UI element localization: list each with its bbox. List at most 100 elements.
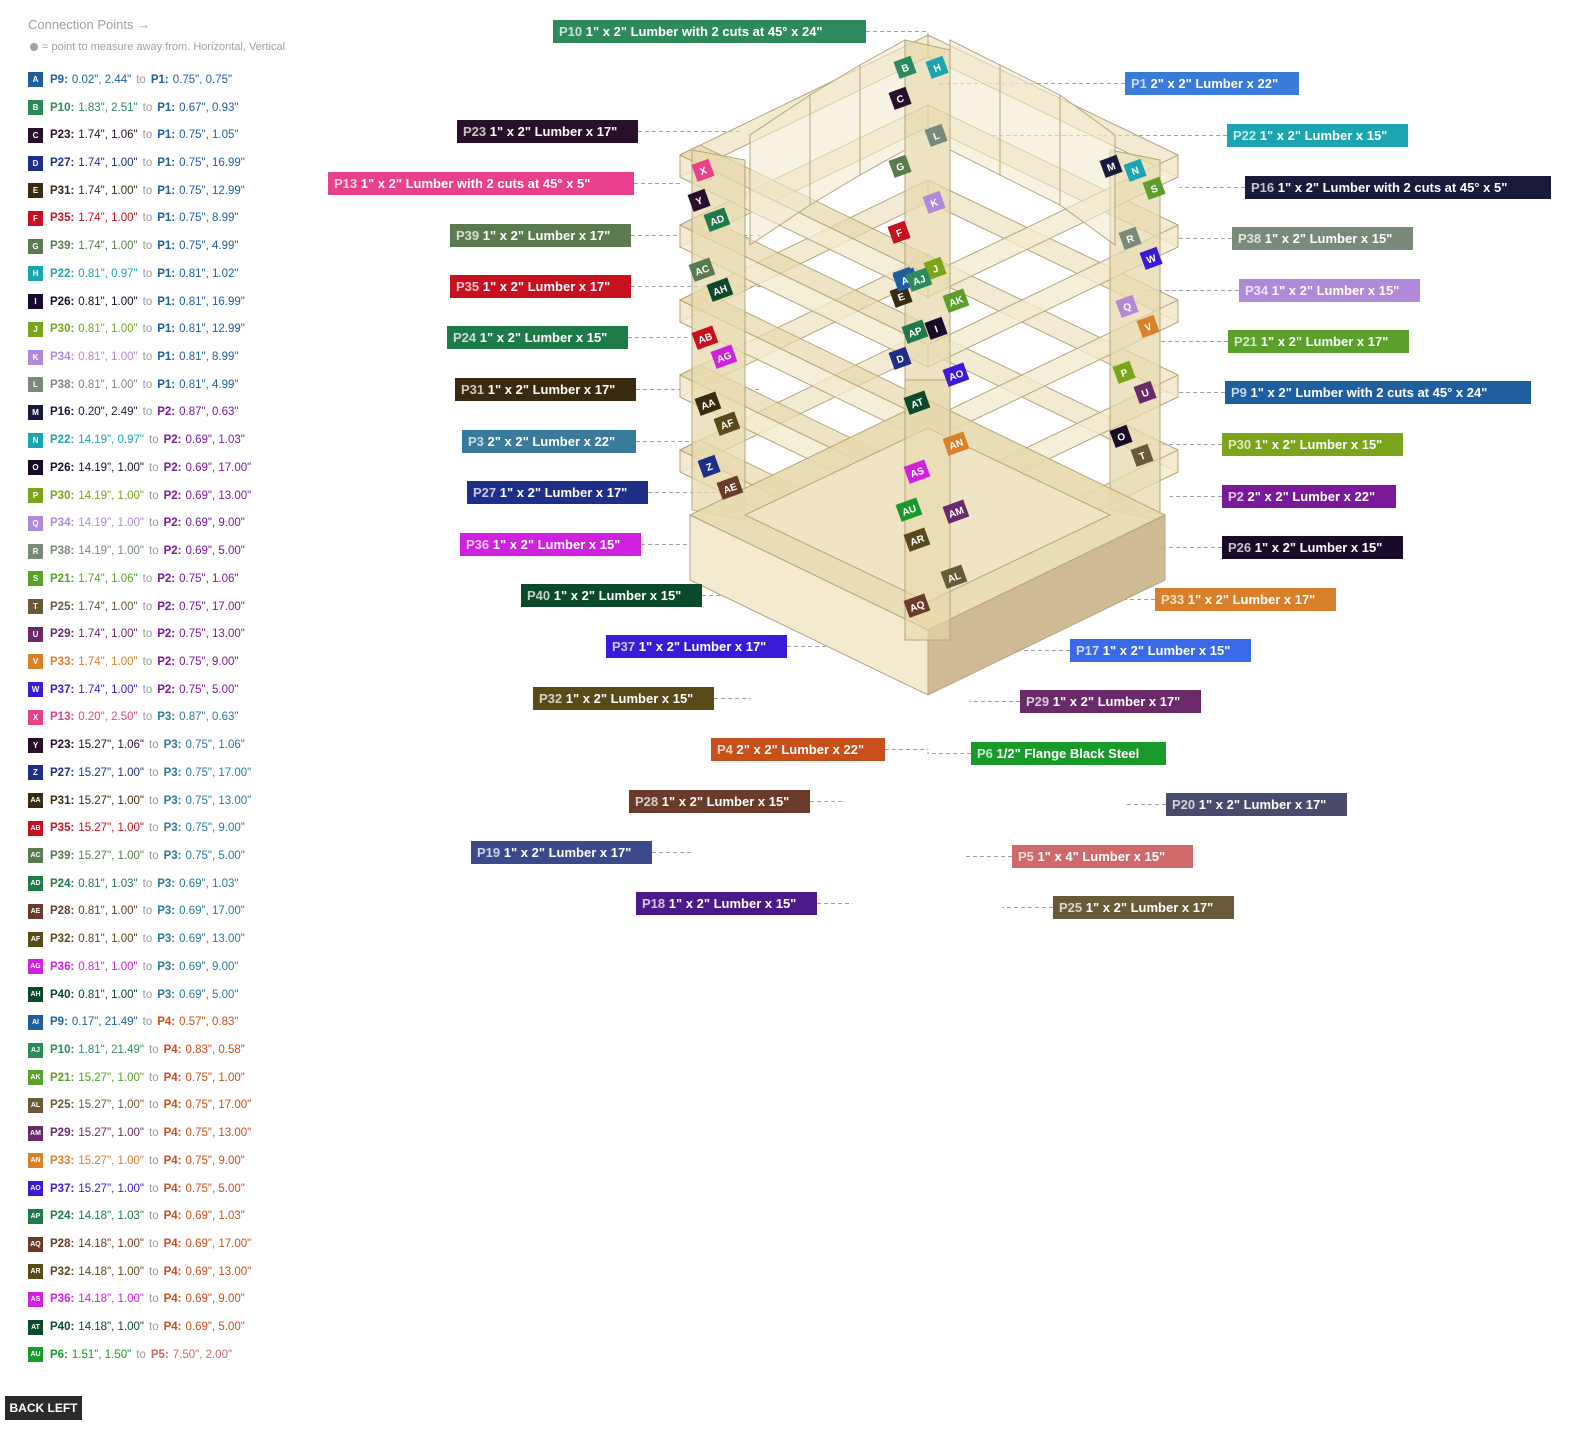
part-label-box	[471, 841, 652, 864]
connection-points-legend: Connection Points → = point to measure a…	[0, 0, 330, 1439]
part-label-p6: P6 1/2" Flange Black Steel	[971, 742, 1166, 765]
connection-point-badge: AA	[28, 793, 43, 809]
part-label-p37: P37 1" x 2" Lumber x 17"	[606, 635, 787, 658]
to-part: P3:	[157, 877, 176, 890]
marker-tag	[942, 431, 970, 456]
marker-tag	[942, 499, 970, 524]
part-label-text: P27 1" x 2" Lumber x 17"	[473, 485, 627, 500]
legend-subtitle: = point to measure away from. Horizontal…	[30, 41, 285, 53]
from-offset: 15.27", 1.00"	[78, 1099, 145, 1112]
from-part: P39:	[50, 849, 75, 862]
part-label-box	[455, 378, 636, 401]
to-part: P2:	[163, 434, 182, 447]
marker-code: AF	[719, 418, 735, 433]
marker-code: Z	[705, 462, 715, 474]
leader-line	[641, 544, 691, 545]
from-offset: 15.27", 1.00"	[78, 1127, 145, 1140]
from-offset: 1.74", 1.06"	[78, 129, 138, 142]
connection-point-badge: AB	[28, 820, 43, 836]
to-offset: 0.69", 13.00"	[185, 489, 252, 502]
part-name: 1" x 2" Lumber with 2 cuts at 45° x 24"	[586, 24, 823, 39]
connection-point-marker-p: P	[1112, 360, 1136, 384]
part-name: 1" x 2" Lumber x 15"	[1103, 643, 1231, 658]
from-offset: 0.81", 1.00"	[78, 960, 138, 973]
part-name: 1" x 2" Lumber x 15"	[1265, 231, 1393, 246]
from-offset: 0.81", 0.97"	[78, 267, 138, 280]
back-left-button[interactable]: BACK LEFT	[5, 1396, 82, 1420]
marker-code: AJ	[912, 274, 928, 289]
connection-point-marker-t: T	[1130, 443, 1154, 467]
connection-point-marker-aa: AA	[694, 391, 722, 416]
marker-tag	[1136, 314, 1160, 338]
to-part: P2:	[157, 683, 176, 696]
to-part: P1:	[157, 267, 176, 280]
to-part: P3:	[163, 739, 182, 752]
to-word: to	[142, 406, 153, 419]
from-offset: 15.27", 1.00"	[78, 766, 145, 779]
part-label-box	[971, 742, 1166, 765]
from-part: P16:	[50, 406, 75, 419]
leader-line	[714, 698, 751, 699]
marker-code: AK	[948, 294, 966, 310]
connection-point-marker-ah: AH	[706, 277, 734, 302]
part-label-text: P17 1" x 2" Lumber x 15"	[1076, 643, 1230, 658]
to-word: to	[149, 1265, 159, 1278]
part-id: P5	[1018, 849, 1038, 864]
marker-tag	[703, 207, 731, 232]
to-word: to	[149, 1071, 159, 1084]
to-part: P1:	[157, 351, 176, 364]
part-id: P39	[456, 228, 483, 243]
leader-line	[969, 701, 1020, 702]
to-offset: 0.75", 17.00"	[179, 600, 245, 613]
from-offset: 15.27", 1.00"	[78, 1071, 145, 1084]
from-part: P32:	[50, 933, 75, 946]
leader-line	[810, 801, 846, 802]
to-offset: 0.75", 1.06"	[179, 572, 239, 585]
to-offset: 0.69", 5.00"	[179, 988, 239, 1001]
to-part: P4:	[163, 1210, 182, 1223]
part-label-text: P1 2" x 2" Lumber x 22"	[1131, 76, 1278, 91]
marker-code: L	[932, 131, 942, 143]
part-label-p5: P5 1" x 4" Lumber x 15"	[1012, 845, 1193, 868]
from-offset: 0.20", 2.50"	[78, 711, 138, 724]
part-label-text: P26 1" x 2" Lumber x 15"	[1228, 540, 1382, 555]
marker-tag	[922, 190, 946, 214]
part-id: P35	[456, 279, 483, 294]
to-offset: 0.81", 16.99"	[179, 295, 245, 308]
connection-point-marker-ak: AK	[942, 288, 970, 313]
to-part: P1:	[157, 101, 176, 114]
part-name: 2" x 2" Lumber x 22"	[1151, 76, 1279, 91]
leader-line	[1159, 341, 1228, 342]
to-word: to	[149, 434, 159, 447]
connection-point-marker-q: Q	[1115, 294, 1139, 318]
leader-line	[1014, 650, 1070, 651]
to-part: P3:	[157, 960, 176, 973]
part-label-box	[460, 533, 641, 556]
marker-code: AS	[909, 465, 926, 480]
to-part: P1:	[150, 73, 169, 86]
connection-point-marker-f: F	[887, 220, 911, 244]
to-part: P1:	[157, 212, 176, 225]
from-part: P25:	[50, 1099, 75, 1112]
part-name: 1" x 2" Lumber x 15"	[1255, 540, 1383, 555]
from-offset: 0.02", 2.44"	[71, 73, 132, 86]
connection-point-markers: ABCDEFGHIJKLMNOPQRSTUVWXYZAAABACADAEAFAG…	[687, 55, 1166, 618]
part-label-box	[1020, 690, 1201, 713]
from-offset: 15.27", 1.00"	[78, 822, 145, 835]
marker-tag	[888, 154, 912, 178]
from-offset: 1.51", 1.50"	[71, 1348, 132, 1361]
part-label-box	[447, 326, 628, 349]
from-offset: 14.18", 1.00"	[78, 1265, 145, 1278]
connection-point-marker-ap: AP	[901, 319, 929, 344]
part-id: P30	[1228, 437, 1255, 452]
to-word: to	[142, 655, 153, 668]
marker-tag	[887, 220, 911, 244]
